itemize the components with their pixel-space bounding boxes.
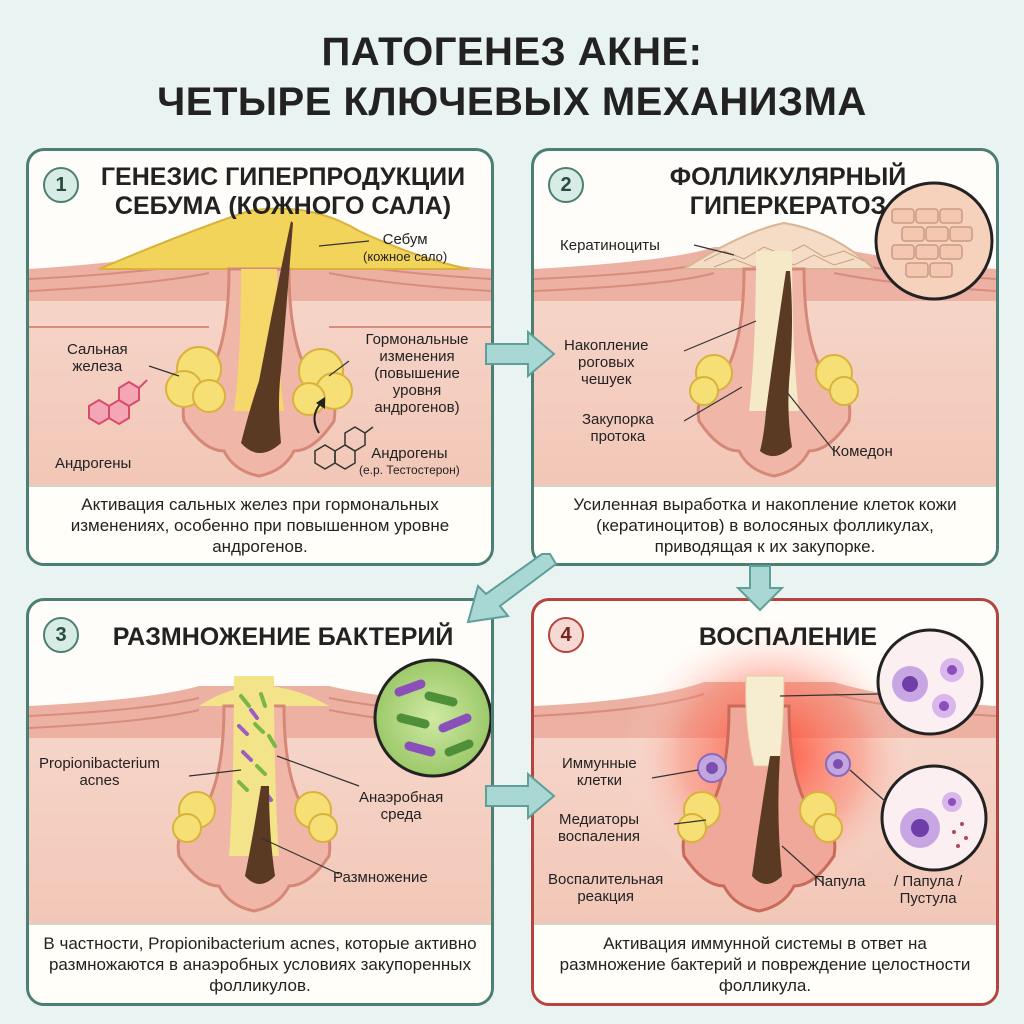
label-immune-cells: Иммунные клетки — [562, 755, 637, 789]
panel-follicular-hyperkeratosis: 2 ФОЛЛИКУЛЯРНЫЙ ГИПЕРКЕРАТОЗ Кератиноцит… — [531, 148, 999, 566]
inflammation-illustration — [534, 616, 996, 936]
step-number: 1 — [43, 167, 79, 203]
sebum-gland-illustration — [29, 207, 491, 491]
label-reproduction: Размножение — [333, 869, 428, 886]
arrow-2-to-3 — [466, 553, 558, 624]
label-anaerobic: Анаэробная среда — [359, 789, 444, 823]
arrow-1-to-2 — [485, 330, 556, 378]
panel-title: РАЗМНОЖЕНИЕ БАКТЕРИЙ — [112, 623, 454, 651]
label-inflammatory-reaction: Воспалительная реакция — [548, 871, 664, 905]
hyperkeratosis-illustration — [534, 181, 996, 491]
arrow-3-to-4 — [485, 772, 556, 820]
panel-title: ФОЛЛИКУЛЯРНЫЙ ГИПЕРКЕРАТОЗ — [669, 163, 907, 220]
step-number: 4 — [548, 617, 584, 653]
label-keratinocytes: Кератиноциты — [560, 237, 660, 254]
label-horny-scales: Накопление роговых чешуек — [564, 337, 649, 388]
label-propionibacterium: Propionibacterium acnes — [39, 755, 160, 789]
step-number: 3 — [43, 617, 79, 653]
panel-description: В частности, Propionibacterium acnes, ко… — [29, 923, 491, 1003]
panel-title: ВОСПАЛЕНИЕ — [698, 623, 878, 651]
label-comedo: Комедон — [832, 443, 893, 460]
label-papule-pustule: / Папула / Пустула — [894, 873, 963, 907]
label-sebum: Себум (кожное сало) — [363, 231, 448, 264]
panel-inflammation: 4 ВОСПАЛЕНИЕ Иммунные клетки Медиаторы в… — [531, 598, 999, 1006]
panel-sebum-hyperproduction: 1 ГЕНЕЗИС ГИПЕРПРОДУКЦИИ СЕБУМА (КОЖНОГО… — [26, 148, 494, 566]
step-number: 2 — [548, 167, 584, 203]
label-androgens-left: Андрогены — [55, 455, 132, 472]
label-androgens-right: Андрогены (e.p. Тестостерон) — [359, 445, 460, 477]
label-hormonal-changes: Гормональные изменения (повышение уровня… — [365, 331, 469, 416]
panel-description: Активация иммунной системы в ответ на ра… — [534, 923, 996, 1003]
panel-description: Усиленная выработка и накопление клеток … — [534, 485, 996, 563]
panel-title: ГЕНЕЗИС ГИПЕРПРОДУКЦИИ СЕБУМА (КОЖНОГО С… — [100, 163, 466, 220]
bacteria-illustration — [29, 658, 491, 936]
arrow-2-to-4 — [736, 565, 784, 612]
label-duct-blockage: Закупорка протока — [582, 411, 654, 445]
label-sebaceous-gland: Сальная железа — [67, 341, 128, 375]
label-papule: Папула — [814, 873, 866, 890]
panel-bacterial-growth: 3 РАЗМНОЖЕНИЕ БАКТЕРИЙ Propionibacterium… — [26, 598, 494, 1006]
page-title-line1: ПАТОГЕНЕЗ АКНЕ: — [321, 30, 703, 74]
panel-description: Активация сальных желез при гормональных… — [29, 485, 491, 563]
page-title-line2: ЧЕТЫРЕ КЛЮЧЕВЫХ МЕХАНИЗМА — [157, 80, 867, 124]
label-mediators: Медиаторы воспаления — [558, 811, 640, 845]
